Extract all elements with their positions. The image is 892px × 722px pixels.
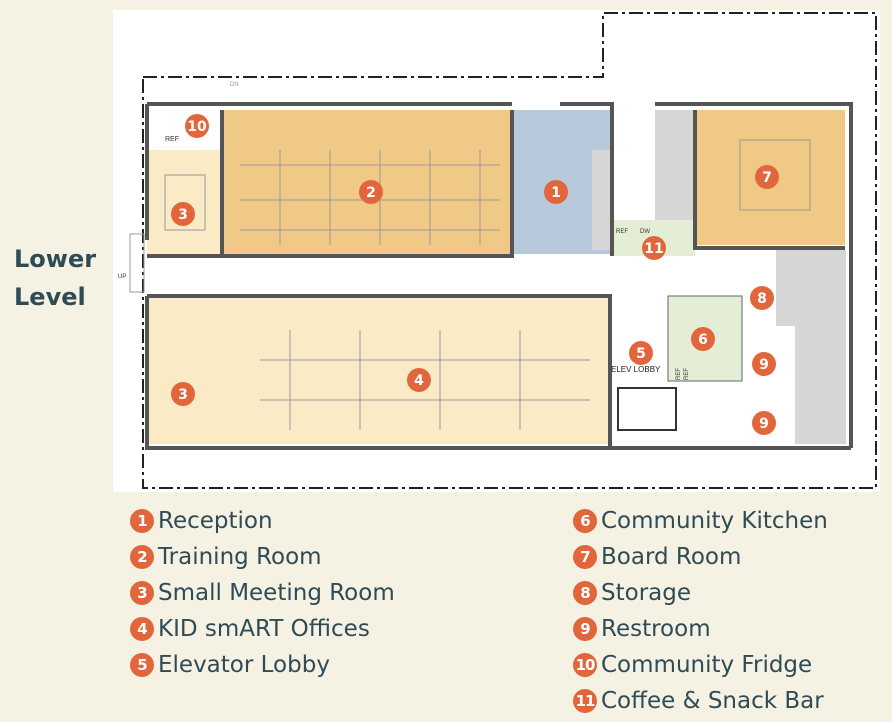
up-label: UP	[118, 274, 126, 280]
marker-number: 7	[762, 170, 772, 186]
marker-number: 4	[414, 373, 424, 389]
legend-number-badge: 2	[130, 545, 154, 569]
legend-number-badge: 11	[573, 689, 597, 713]
room-number-marker: 1	[544, 180, 568, 204]
marker-number: 2	[366, 185, 376, 201]
room-number-marker: 9	[752, 352, 776, 376]
legend-number-badge: 7	[573, 545, 597, 569]
marker-number: 11	[644, 241, 663, 257]
furniture-lines	[129, 139, 811, 430]
marker-number: 1	[551, 185, 561, 201]
legend-number-badge: 3	[130, 581, 154, 605]
marker-circle	[752, 411, 776, 435]
room-number-marker: 11	[642, 236, 666, 260]
legend-label: Reception	[158, 508, 273, 534]
room-restroom-1	[795, 326, 846, 386]
dn-label: DN	[230, 82, 239, 88]
room-number-marker: 3	[171, 202, 195, 226]
legend-label: Community Fridge	[601, 652, 813, 678]
legend-number-badge: 1	[130, 509, 154, 533]
legend-label: Coffee & Snack Bar	[601, 688, 824, 714]
room-number-marker: 6	[691, 327, 715, 351]
elev-lobby-label: ELEV LOBBY	[611, 365, 661, 374]
legend-number-badge: 4	[130, 617, 154, 641]
floor-plan: REF REF DW REF REF ELEV LOBBY UP DN 1 2 3 3…	[113, 10, 880, 492]
room-small-meeting-upper	[147, 150, 222, 254]
marker-number: 9	[759, 357, 769, 373]
building-walls	[145, 102, 853, 450]
marker-number: 8	[757, 291, 767, 307]
marker-circle	[407, 368, 431, 392]
dw-label: DW	[640, 229, 650, 235]
legend-number-badge: 10	[573, 653, 597, 677]
marker-circle	[544, 180, 568, 204]
marker-circle	[691, 327, 715, 351]
legend-label: Board Room	[601, 544, 742, 570]
marker-number: 10	[187, 119, 207, 135]
room-number-marker: 7	[755, 165, 779, 189]
marker-circle	[171, 202, 195, 226]
room-number-marker: 5	[629, 341, 653, 365]
marker-circle	[185, 114, 209, 138]
marker-number: 6	[698, 332, 708, 348]
ref-label-4: REF	[684, 368, 690, 380]
marker-circle	[359, 180, 383, 204]
ref-label-2: REF	[616, 229, 628, 235]
marker-number: 3	[178, 387, 188, 403]
legend-label: Restroom	[601, 616, 711, 642]
legend-label: Elevator Lobby	[158, 652, 330, 678]
room-storage-right	[776, 250, 846, 326]
legend-number-badge: 5	[130, 653, 154, 677]
legend-label: Storage	[601, 580, 691, 606]
room-stair-core	[592, 150, 614, 250]
room-number-marker: 8	[750, 286, 774, 310]
legend-number-badge: 9	[573, 617, 597, 641]
marker-number: 3	[178, 207, 188, 223]
marker-circle	[171, 382, 195, 406]
marker-circle	[629, 341, 653, 365]
site-boundary	[142, 12, 877, 489]
legend-label: Training Room	[158, 544, 322, 570]
room-storage-upper	[655, 110, 695, 220]
room-offices	[147, 296, 609, 444]
room-number-marker: 9	[752, 411, 776, 435]
room-number-marker: 4	[407, 368, 431, 392]
marker-circle	[750, 286, 774, 310]
marker-circle	[642, 236, 666, 260]
ref-label-3: REF	[676, 368, 682, 380]
marker-circle	[755, 165, 779, 189]
room-markers: 1 2 3 3 4 5 6 7 8 9 9 10 11	[171, 114, 779, 435]
legend-label: KID smART Offices	[158, 616, 370, 642]
room-restroom-2	[795, 386, 846, 444]
ref-label-1: REF	[165, 136, 179, 143]
room-number-marker: 2	[359, 180, 383, 204]
marker-number: 9	[759, 416, 769, 432]
legend-label: Small Meeting Room	[158, 580, 395, 606]
room-number-marker: 10	[185, 114, 209, 138]
room-number-marker: 3	[171, 382, 195, 406]
level-title: Lower Level	[14, 245, 97, 311]
legend-number-badge: 8	[573, 581, 597, 605]
legend-number-badge: 6	[573, 509, 597, 533]
marker-number: 5	[636, 346, 646, 362]
room-elevator	[617, 387, 677, 431]
legend-label: Community Kitchen	[601, 508, 828, 534]
marker-circle	[752, 352, 776, 376]
